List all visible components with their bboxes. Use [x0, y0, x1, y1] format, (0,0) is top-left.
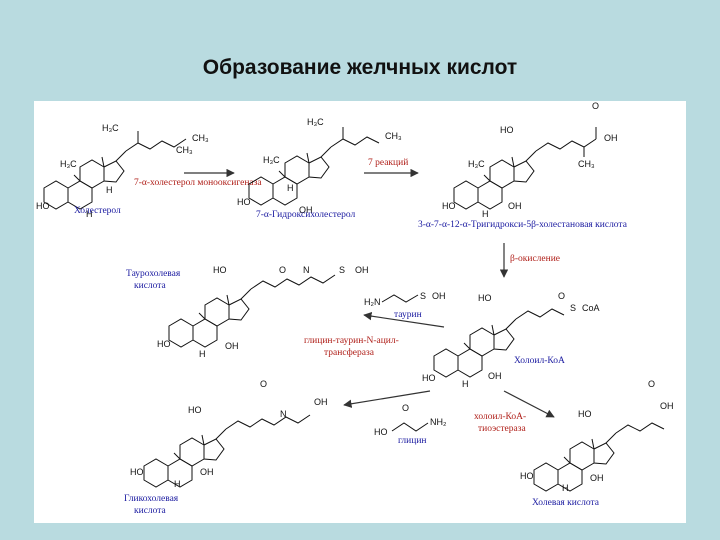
- svg-text:H₃C: H₃C: [102, 123, 119, 133]
- svg-text:HO: HO: [188, 405, 202, 415]
- svg-text:OH: OH: [488, 371, 502, 381]
- taurine-structure: H₂N S OH: [364, 291, 446, 307]
- glycocholic-label-line1: Гликохолевая: [124, 494, 179, 504]
- svg-text:O: O: [402, 403, 409, 413]
- cholesterol-structure: H₃C CH₃ H₃C HO H H: [36, 123, 209, 219]
- svg-text:HO: HO: [578, 409, 592, 419]
- taurocholic-label-line2: кислота: [134, 281, 167, 291]
- svg-text:OH: OH: [225, 341, 239, 351]
- svg-text:N: N: [280, 409, 287, 419]
- glycocholic-structure: O N OH HO HO OH H: [130, 379, 328, 489]
- svg-text:H: H: [106, 185, 113, 195]
- enzyme-thioesterase-line2: тиоэстераза: [478, 424, 526, 434]
- svg-text:HO: HO: [157, 339, 171, 349]
- svg-text:N: N: [303, 265, 310, 275]
- enzyme-hydroxylase: 7-α-холестерол монооксигеназа: [134, 178, 262, 188]
- svg-text:OH: OH: [604, 133, 618, 143]
- enzyme-beta-oxidation: β-окисление: [510, 254, 560, 264]
- svg-text:H₃C: H₃C: [307, 117, 324, 127]
- svg-text:OH: OH: [590, 473, 604, 483]
- svg-text:O: O: [260, 379, 267, 389]
- svg-text:H: H: [462, 379, 469, 389]
- svg-text:CH₃: CH₃: [385, 131, 402, 141]
- hydroxycholesterol-structure: H₃C CH₃ H₃C HO OH H: [237, 117, 402, 215]
- svg-text:OH: OH: [508, 201, 522, 211]
- enzyme-transferase-line1: глицин-таурин-N-ацил-: [304, 336, 399, 346]
- pathway-diagram-panel: H₃C CH₃ H₃C HO H H Холестерол CH₃ 7-α-хо…: [34, 101, 686, 523]
- trihydroxy-acid-label: 3-α-7-α-12-α-Тригидрокси-5β-холестановая…: [418, 220, 628, 230]
- svg-text:OH: OH: [299, 205, 313, 215]
- enzyme-seven-reactions: 7 реакций: [368, 157, 408, 168]
- cholyl-coa-label: Холоил-КоА: [514, 356, 565, 366]
- svg-text:H₂N: H₂N: [364, 297, 381, 307]
- svg-text:O: O: [558, 291, 565, 301]
- svg-text:HO: HO: [36, 201, 50, 211]
- svg-text:H: H: [174, 479, 181, 489]
- svg-text:HO: HO: [130, 467, 144, 477]
- svg-text:HO: HO: [422, 373, 436, 383]
- svg-text:H: H: [287, 183, 294, 193]
- svg-text:H: H: [482, 209, 489, 219]
- svg-text:S: S: [420, 291, 426, 301]
- arrow-thioesterase: [503, 390, 555, 418]
- glycine-structure: O HO NH₂: [374, 403, 447, 437]
- svg-text:O: O: [279, 265, 286, 275]
- svg-text:HO: HO: [237, 197, 251, 207]
- taurocholic-label-line1: Таурохолевая: [126, 269, 181, 279]
- ch3-label: CH₃: [176, 145, 193, 155]
- trihydroxy-acid-structure: O OH CH₃ HO H₃C HO OH H: [442, 101, 618, 219]
- arrow-glycine-conjugation: [343, 390, 431, 408]
- svg-text:HO: HO: [478, 293, 492, 303]
- svg-text:H: H: [199, 349, 206, 359]
- svg-text:H₃C: H₃C: [468, 159, 485, 169]
- svg-text:CH₃: CH₃: [578, 159, 595, 169]
- svg-text:HO: HO: [374, 427, 388, 437]
- svg-text:H: H: [86, 209, 93, 219]
- hydroxycholesterol-label: 7-α-Гидроксихолестерол: [256, 210, 355, 220]
- svg-text:H₃C: H₃C: [60, 159, 77, 169]
- glycine-label: глицин: [398, 436, 427, 446]
- svg-text:HO: HO: [213, 265, 227, 275]
- svg-text:CoA: CoA: [582, 303, 600, 313]
- svg-text:HO: HO: [520, 471, 534, 481]
- slide-title: Образование желчных кислот: [202, 56, 518, 79]
- svg-text:O: O: [592, 101, 599, 111]
- svg-text:OH: OH: [200, 467, 214, 477]
- glycocholic-label-line2: кислота: [134, 506, 167, 516]
- svg-text:S: S: [570, 303, 576, 313]
- cholyl-coa-structure: O S CoA HO HO OH H: [422, 291, 600, 389]
- svg-text:OH: OH: [314, 397, 328, 407]
- taurocholic-structure: O N S OH HO HO OH H: [157, 265, 369, 359]
- svg-text:OH: OH: [355, 265, 369, 275]
- cholic-acid-label: Холевая кислота: [532, 498, 600, 508]
- cholic-acid-structure: O OH HO HO OH H: [520, 379, 674, 493]
- cholesterol-label: Холестерол: [74, 206, 121, 216]
- svg-text:CH₃: CH₃: [192, 133, 209, 143]
- svg-text:OH: OH: [660, 401, 674, 411]
- pathway-diagram: H₃C CH₃ H₃C HO H H Холестерол CH₃ 7-α-хо…: [36, 101, 674, 516]
- svg-text:HO: HO: [442, 201, 456, 211]
- svg-text:HO: HO: [500, 125, 514, 135]
- enzyme-thioesterase-line1: холоил-КоА-: [474, 412, 526, 422]
- svg-text:NH₂: NH₂: [430, 417, 447, 427]
- taurine-label: таурин: [394, 310, 422, 320]
- arrow-taurine-conjugation: [363, 311, 445, 328]
- enzyme-transferase-line2: трансфераза: [324, 347, 375, 358]
- svg-text:H: H: [562, 483, 569, 493]
- svg-text:S: S: [339, 265, 345, 275]
- svg-text:OH: OH: [432, 291, 446, 301]
- svg-text:H₃C: H₃C: [263, 155, 280, 165]
- svg-text:O: O: [648, 379, 655, 389]
